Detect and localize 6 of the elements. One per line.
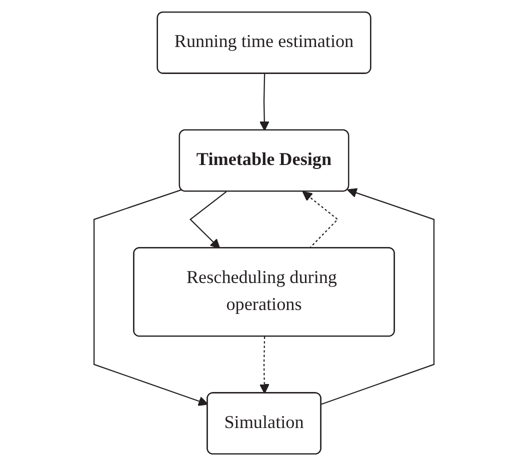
arrow — [93, 189, 208, 406]
arrow — [190, 191, 227, 249]
arrow — [302, 191, 338, 249]
arrow — [259, 74, 270, 131]
arrow — [259, 336, 270, 394]
arrow — [321, 188, 435, 405]
